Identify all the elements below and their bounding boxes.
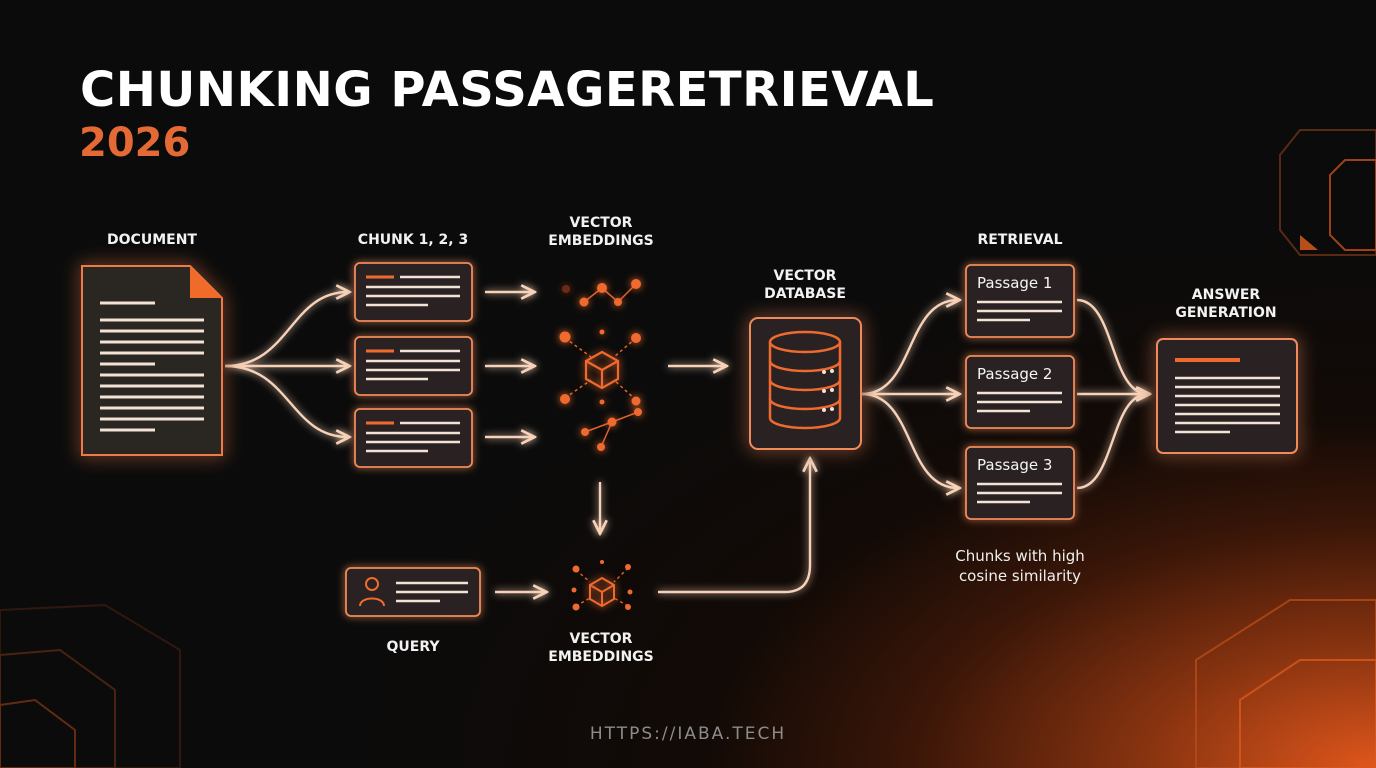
answer-label: ANSWER GENERATION [1175,286,1276,322]
cube-icon [584,350,620,390]
passage3-to-answer-arrow [1076,394,1148,490]
answer-label-line2: GENERATION [1175,305,1277,321]
user-icon [359,577,385,607]
embeddings-top-label-line2: EMBEDDINGS [548,233,654,249]
answer-label-line1: ANSWER [1191,287,1261,303]
query-card [345,567,481,617]
chunk-card-1 [354,262,473,322]
doc-to-chunk3-arrow [224,364,348,437]
similarity-note: Chunks with high cosine similarity [955,546,1085,586]
document-icon [81,265,223,456]
db-to-passage3-arrow [861,392,958,488]
passage-card-1 [965,264,1075,338]
retrieval-label: RETRIEVAL [977,232,1063,248]
database-label-line1: VECTOR [773,268,837,284]
footer-url: HTTPS://IABA.TECH [589,724,787,744]
page-subtitle: 2026 [79,120,191,166]
database-label-line2: DATABASE [764,286,846,302]
query-embedding-icon [571,560,633,611]
embeddings-top-label: VECTOR EMBEDDINGS [548,214,653,250]
embeddings-bottom-label: VECTOR EMBEDDINGS [548,630,653,666]
network-nodes-icon [559,279,642,451]
doc-to-chunk1-arrow [224,292,348,368]
passage-2-label: Passage 2 [977,365,1053,383]
chunk-card-2 [354,336,473,396]
chunks-label: CHUNK 1, 2, 3 [357,232,469,248]
passage-3-label: Passage 3 [977,456,1053,474]
similarity-note-line2: cosine similarity [958,567,1082,585]
database-icon [749,317,862,450]
query-label: QUERY [386,639,440,655]
chunk-card-3 [354,408,473,468]
page-title: CHUNKING PASSAGERETRIEVAL [80,62,935,118]
cube-icon [589,576,615,608]
db-to-passage1-arrow [861,300,958,396]
embeddings-bottom-label-line1: VECTOR [569,631,633,647]
passage1-to-answer-arrow [1076,298,1148,394]
passage-card-2 [965,355,1075,429]
embeddings-top-label-line1: VECTOR [569,215,633,231]
answer-card [1156,338,1298,454]
passage-1-label: Passage 1 [977,274,1053,292]
query-embed-to-database-arrow [658,460,810,594]
connectors [224,292,1148,594]
decorative-hexagons [0,129,1376,768]
database-label: VECTOR DATABASE [764,267,846,303]
passage-card-3 [965,446,1075,520]
similarity-note-line1: Chunks with high [955,547,1085,565]
document-label: DOCUMENT [107,232,197,248]
embeddings-bottom-label-line2: EMBEDDINGS [548,649,654,665]
